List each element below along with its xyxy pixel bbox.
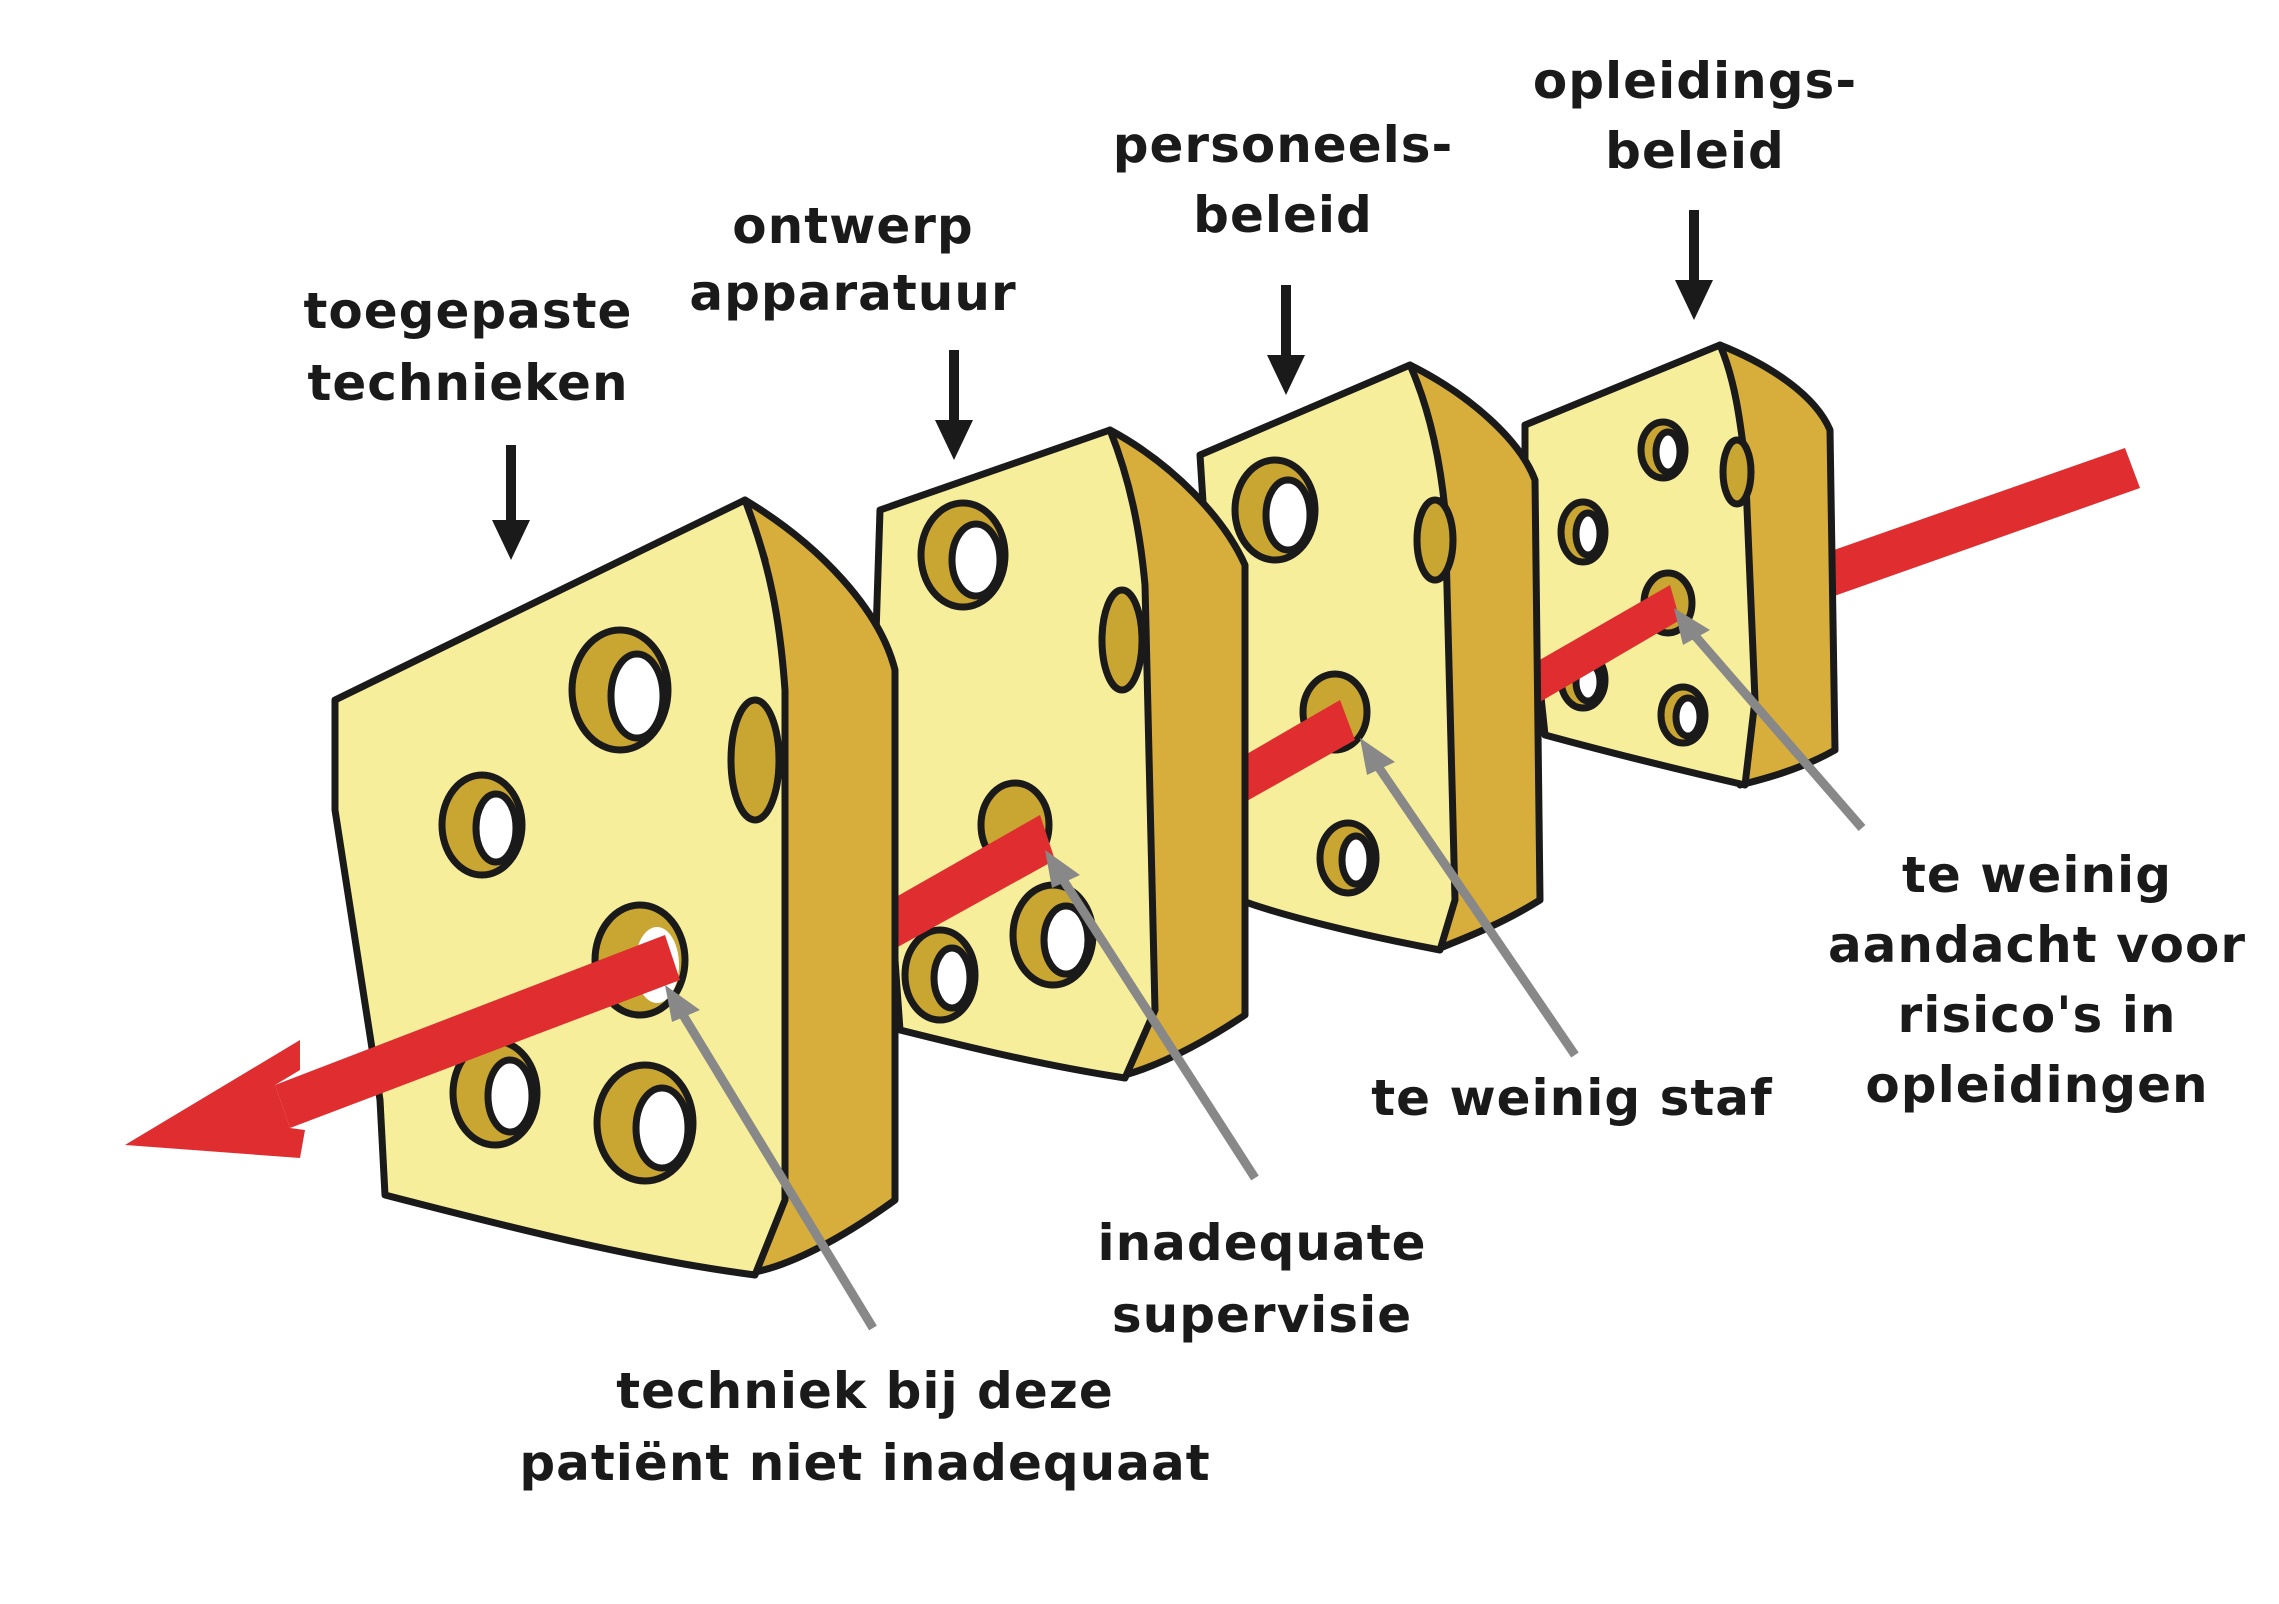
label-toegepaste-technieken-2: technieken [307, 354, 628, 412]
red-arrow-front [125, 935, 680, 1158]
label-personeelsbeleid-2: beleid [1193, 186, 1373, 244]
label-ontwerp-apparatuur-2: apparatuur [689, 264, 1016, 322]
top-labels: toegepaste technieken ontwerp apparatuur… [304, 52, 1857, 412]
cheese-slice-personeelsbeleid [1196, 361, 1544, 954]
down-arrow-icon [492, 445, 530, 560]
label-techniek-2: patiënt niet inadequaat [519, 1434, 1210, 1492]
label-opleidingen-2: aandacht voor [1828, 916, 2246, 974]
label-toegepaste-technieken-1: toegepaste [304, 282, 633, 340]
label-supervisie-2: supervisie [1112, 1286, 1412, 1344]
label-opleidingsbeleid-1: opleidings- [1533, 52, 1857, 110]
label-opleidingen-1: te weinig [1902, 846, 2172, 904]
cheese-hole [1719, 436, 1755, 508]
bottom-labels: techniek bij deze patiënt niet inadequaa… [519, 846, 2246, 1492]
label-staf: te weinig staf [1371, 1069, 1773, 1127]
label-opleidingsbeleid-2: beleid [1605, 122, 1785, 180]
cheese-hole [1413, 496, 1457, 584]
arrow-head [125, 1040, 305, 1158]
label-ontwerp-apparatuur-1: ontwerp [732, 197, 973, 255]
label-supervisie-1: inadequate [1097, 1214, 1426, 1272]
down-arrow-icon [935, 350, 973, 460]
cheese-face [1521, 341, 1759, 789]
label-techniek-1: techniek bij deze [616, 1362, 1114, 1420]
down-arrow-icon [1267, 285, 1305, 395]
label-personeelsbeleid-1: personeels- [1113, 116, 1454, 174]
cheese-hole [727, 696, 783, 824]
cheese-slice-toegepaste-technieken [331, 496, 899, 1279]
cheese-hole [1098, 586, 1146, 694]
top-arrows [492, 210, 1713, 560]
down-arrow-icon [1675, 210, 1713, 320]
pointer-lines [665, 608, 1866, 1331]
cheese-face [331, 496, 789, 1279]
label-opleidingen-4: opleidingen [1865, 1056, 2208, 1114]
cheese-slice-ontwerp-apparatuur [866, 426, 1249, 1082]
label-opleidingen-3: risico's in [1898, 986, 2177, 1044]
cheese-slice-opleidingsbeleid [1521, 341, 1839, 789]
